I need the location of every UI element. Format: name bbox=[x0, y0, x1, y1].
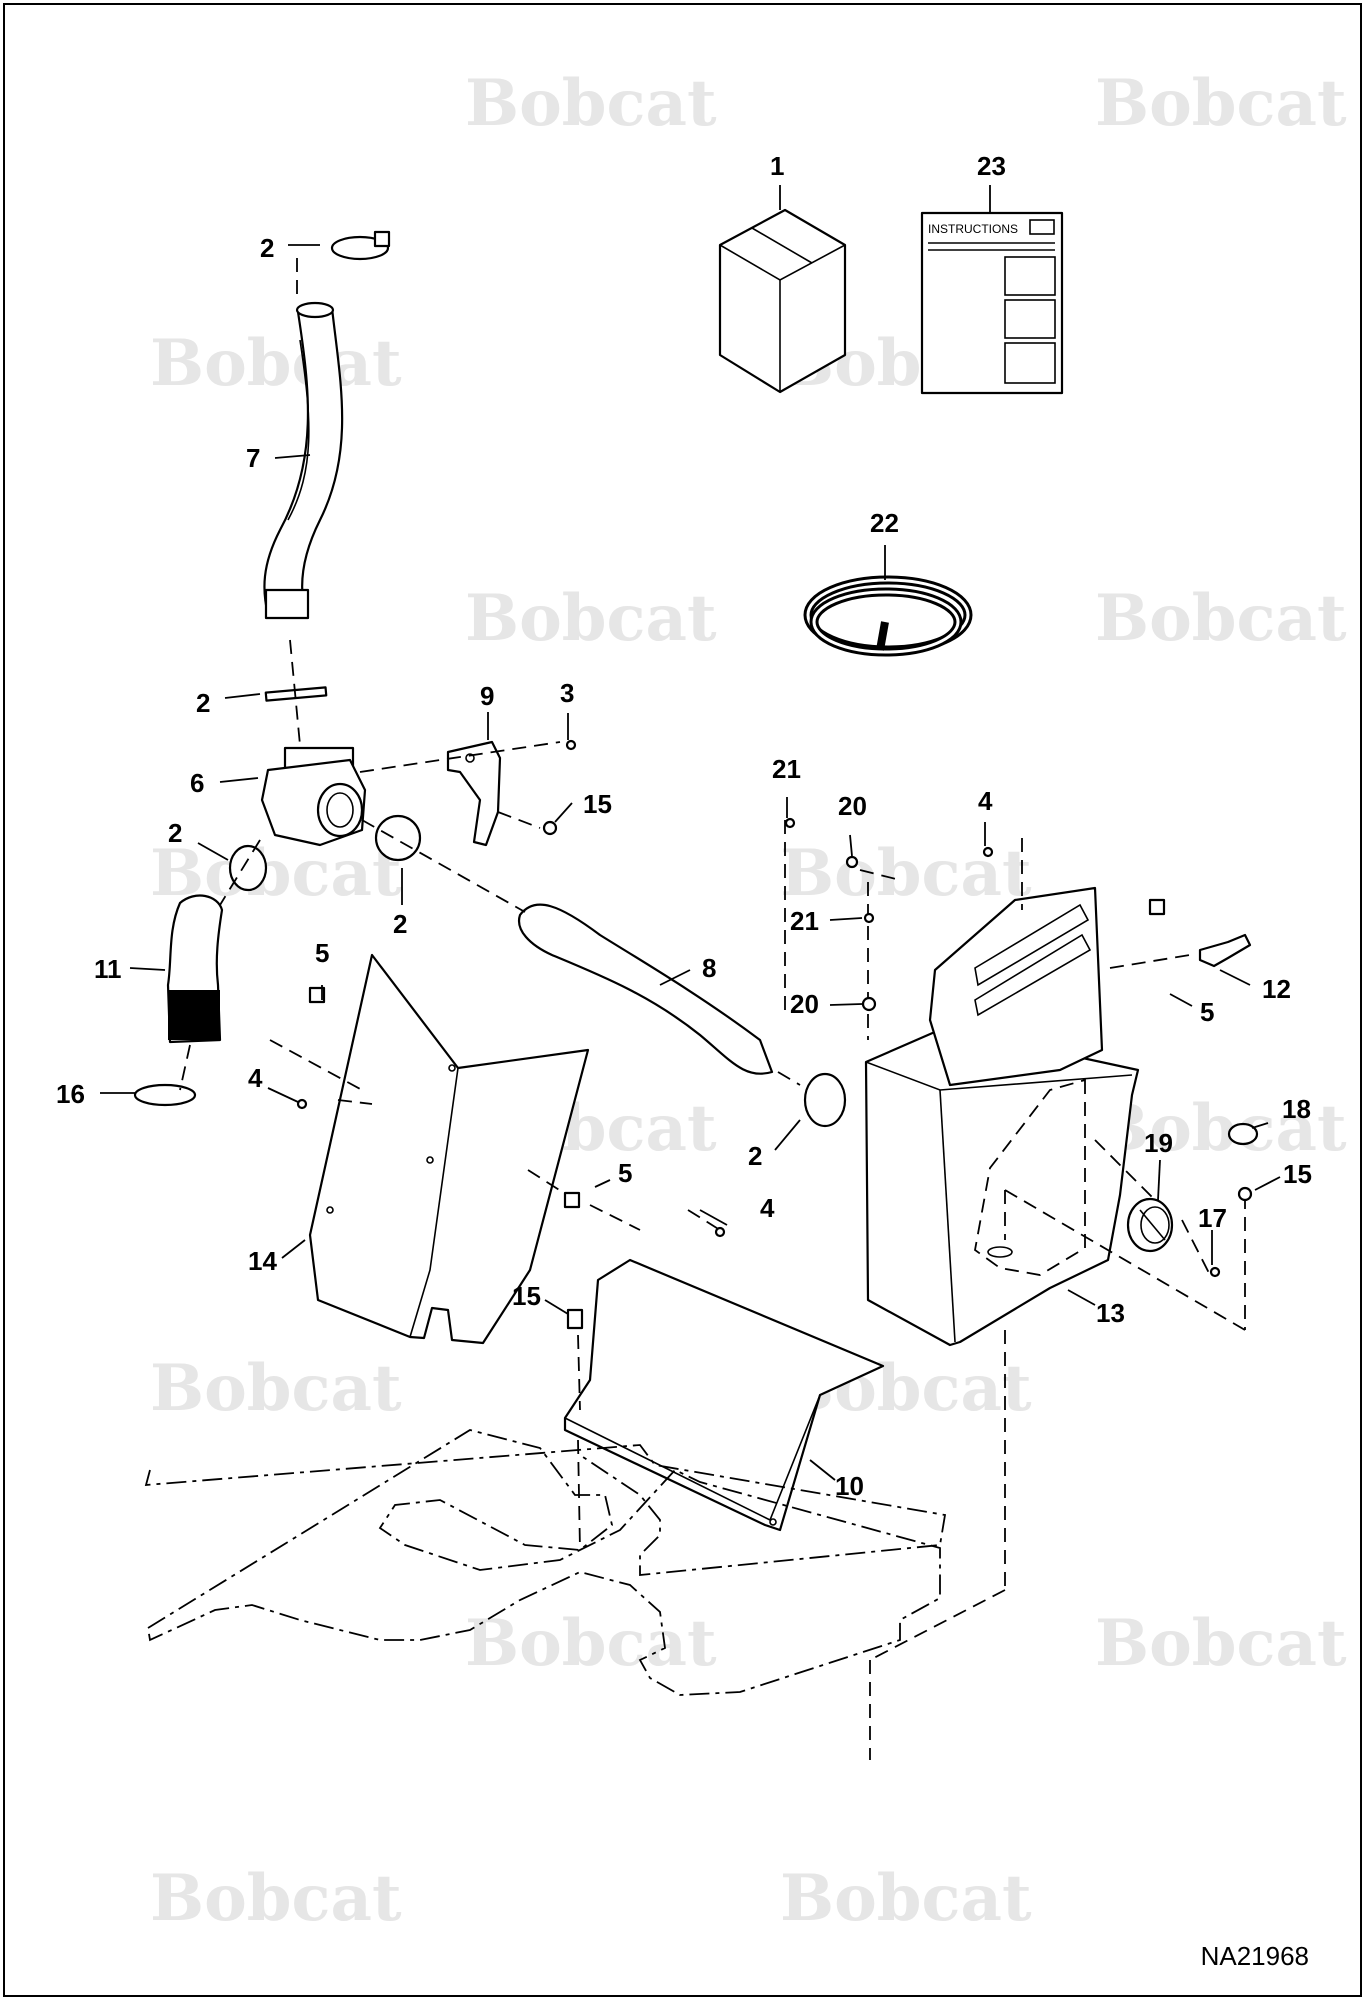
callout-15: 15 bbox=[583, 789, 612, 819]
callout-20: 20 bbox=[838, 791, 867, 821]
callout-4: 4 bbox=[248, 1063, 263, 1093]
callout-16: 16 bbox=[56, 1079, 85, 1109]
callout-21: 21 bbox=[772, 754, 801, 784]
leader-lines bbox=[100, 185, 1281, 1481]
part-6-valve-icon bbox=[260, 746, 367, 847]
part-7-upper-hose-icon bbox=[263, 301, 344, 620]
watermark-text: Bobcat bbox=[780, 1861, 1032, 1936]
watermark-text: Bobcat bbox=[1095, 1091, 1347, 1166]
part-13-tank-icon bbox=[864, 886, 1140, 1347]
part-9-bracket-icon bbox=[446, 740, 502, 847]
watermark-text: Bobcat bbox=[150, 1861, 402, 1936]
callout-10: 10 bbox=[835, 1471, 864, 1501]
watermark-text: Bobcat bbox=[150, 326, 402, 401]
callout-4: 4 bbox=[760, 1193, 775, 1223]
callout-labels: 1 2 2 2 2 2 3 4 4 4 5 5 5 6 7 8 9 10 11 … bbox=[56, 151, 1312, 1501]
callout-5: 5 bbox=[618, 1158, 632, 1188]
watermark-text: Bobcat bbox=[465, 66, 717, 141]
floor-plate-icon bbox=[147, 1429, 941, 1696]
part-2-clamp-icon bbox=[803, 1072, 847, 1128]
part-19-cap-icon bbox=[1126, 1197, 1174, 1253]
callout-22: 22 bbox=[870, 508, 899, 538]
watermark-text: Bobcat bbox=[465, 581, 717, 656]
callout-13: 13 bbox=[1096, 1298, 1125, 1328]
callout-7: 7 bbox=[246, 443, 260, 473]
part-2-clamp-icon bbox=[228, 844, 268, 892]
callout-15: 15 bbox=[1283, 1159, 1312, 1189]
callout-2: 2 bbox=[168, 818, 182, 848]
callout-3: 3 bbox=[560, 678, 574, 708]
callout-12: 12 bbox=[1262, 974, 1291, 1004]
part-18-cap-icon bbox=[1227, 1122, 1259, 1146]
drawing-border bbox=[3, 3, 1362, 1997]
callout-2: 2 bbox=[748, 1141, 762, 1171]
assembly-lines bbox=[179, 258, 1246, 1760]
callout-11: 11 bbox=[94, 954, 122, 984]
part-1-box-icon bbox=[718, 208, 847, 394]
hardware bbox=[296, 739, 1253, 1330]
callout-5: 5 bbox=[315, 938, 329, 968]
callout-14: 14 bbox=[248, 1246, 277, 1276]
watermark-text: Bobcat bbox=[780, 836, 1032, 911]
part-2-clamp-icon bbox=[330, 230, 391, 261]
part-11-hose-end-icon bbox=[168, 990, 220, 1040]
watermark-text: Bobcat bbox=[1095, 581, 1347, 656]
part-12-bracket-icon bbox=[1198, 933, 1252, 968]
callout-15: 15 bbox=[512, 1281, 541, 1311]
part-14-shield-panel-icon bbox=[308, 953, 590, 1345]
floor-plate-outline bbox=[144, 1444, 947, 1576]
watermark-text: Bobcat bbox=[150, 1351, 402, 1426]
callout-21: 21 bbox=[790, 906, 819, 936]
callout-18: 18 bbox=[1282, 1094, 1311, 1124]
part-23-instructions-sheet-icon: INSTRUCTIONS bbox=[920, 211, 1064, 395]
callout-2: 2 bbox=[196, 688, 210, 718]
part-8-middle-hose-icon bbox=[517, 903, 774, 1075]
callout-2: 2 bbox=[260, 233, 274, 263]
figure-code: NA21968 bbox=[1200, 1941, 1309, 1971]
watermark-text: Bobcat bbox=[465, 1606, 717, 1681]
callout-17: 17 bbox=[1198, 1203, 1227, 1233]
callout-4: 4 bbox=[978, 786, 993, 816]
callout-19: 19 bbox=[1144, 1128, 1173, 1158]
part-2-clamp-icon bbox=[374, 814, 422, 862]
callout-8: 8 bbox=[702, 953, 716, 983]
part-10-floor-shield-icon bbox=[563, 1258, 885, 1532]
watermark-text: Bobcat bbox=[1095, 66, 1347, 141]
callout-20: 20 bbox=[790, 989, 819, 1019]
instructions-label: INSTRUCTIONS bbox=[928, 222, 1018, 236]
callout-23: 23 bbox=[977, 151, 1006, 181]
part-16-hose-clamp-icon bbox=[133, 1083, 197, 1107]
callout-9: 9 bbox=[480, 681, 494, 711]
callout-1: 1 bbox=[770, 151, 784, 181]
callout-2: 2 bbox=[393, 909, 407, 939]
watermark-text: Bobcat bbox=[1095, 1606, 1347, 1681]
callout-5: 5 bbox=[1200, 997, 1214, 1027]
callout-6: 6 bbox=[190, 768, 204, 798]
part-22-hose-coil-icon bbox=[803, 575, 973, 657]
